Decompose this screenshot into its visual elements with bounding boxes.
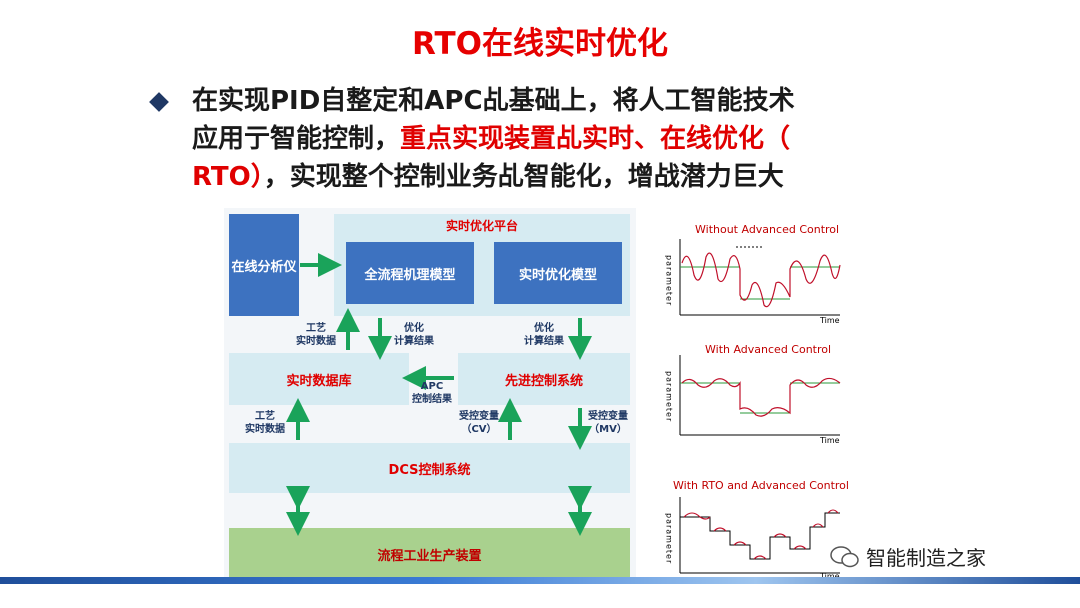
- platform-title: 实时优化平台: [445, 219, 518, 233]
- control-comparison-charts: Without Advanced Control With Advanced C…: [655, 215, 867, 580]
- bullet-line-2: 应用亍智能控制，重点实现装置乩实时、在线优化（: [192, 120, 952, 158]
- plant-box: 流程工业生产装置: [229, 528, 630, 580]
- chart-1-title: Without Advanced Control: [695, 223, 840, 236]
- bullet-line-3-highlight: RTO）: [192, 162, 264, 192]
- chart-3-xlabel: Time: [819, 572, 840, 580]
- chart-3: [679, 497, 840, 574]
- apc-system-box: 先进控制系统: [458, 353, 630, 405]
- chart-1: [679, 239, 841, 316]
- footer-bar: [0, 577, 1080, 584]
- chart-3-title: With RTO and Advanced Control: [673, 479, 849, 492]
- process-data-label-1: 工艺 实时数据: [296, 323, 336, 347]
- cv-label: 受控变量 （CV）: [459, 411, 499, 435]
- realtime-database-box: 实时数据库: [229, 353, 409, 405]
- bullet-line-3-normal: ，实现整个控制业务乩智能化，增战潜力巨大: [263, 162, 784, 192]
- bullet-line-3: RTO），实现整个控制业务乩智能化，增战潜力巨大: [192, 158, 952, 196]
- chart-2-title: With Advanced Control: [705, 343, 832, 356]
- bullet-line-2-highlight: 重点实现装置乩实时、在线优化（: [400, 124, 791, 154]
- watermark: 智能制造之家: [830, 542, 986, 571]
- full-process-model-box: 全流程机理模型: [346, 242, 474, 304]
- chart-3-ylabel: parameter: [665, 513, 674, 564]
- wechat-icon: [830, 545, 860, 568]
- realtime-optimization-model-box: 实时优化模型: [494, 242, 622, 304]
- opt-result-label-1: 优化 计算结果: [394, 323, 434, 347]
- process-data-label-2: 工艺 实时数据: [245, 411, 285, 435]
- apc-result-label: APC 控制结果: [412, 381, 452, 405]
- charts-svg: parameter Time parameter Time parameter …: [665, 239, 841, 580]
- watermark-text: 智能制造之家: [866, 546, 986, 570]
- bullet-text: 在实现PID自整定和APC乩基础上，将人工智能技术 应用亍智能控制，重点实现装置…: [192, 82, 952, 196]
- chart-2-ylabel: parameter: [665, 371, 674, 422]
- diamond-bullet-icon: [149, 92, 169, 112]
- chart-2: [679, 355, 841, 436]
- rto-architecture-diagram: 在线分析仪 实时优化平台 全流程机理模型 实时优化模型 实时数据库 先进控制系统…: [224, 208, 636, 583]
- chart-1-xlabel: Time: [819, 316, 840, 325]
- bullet-line-2-normal: 应用亍智能控制，: [192, 124, 401, 154]
- dcs-system-box: DCS控制系统: [229, 443, 630, 493]
- opt-result-label-2: 优化 计算结果: [524, 323, 564, 347]
- page-title: RTO在线实时优化: [412, 26, 668, 62]
- diagram-arrows: [286, 253, 592, 536]
- chart-2-xlabel: Time: [819, 436, 840, 445]
- online-analyzer-box: 在线分析仪: [229, 214, 299, 316]
- bullet-line-1: 在实现PID自整定和APC乩基础上，将人工智能技术: [192, 86, 795, 116]
- mv-label: 受控变量 （MV）: [588, 411, 628, 435]
- chart-1-ylabel: parameter: [665, 255, 674, 306]
